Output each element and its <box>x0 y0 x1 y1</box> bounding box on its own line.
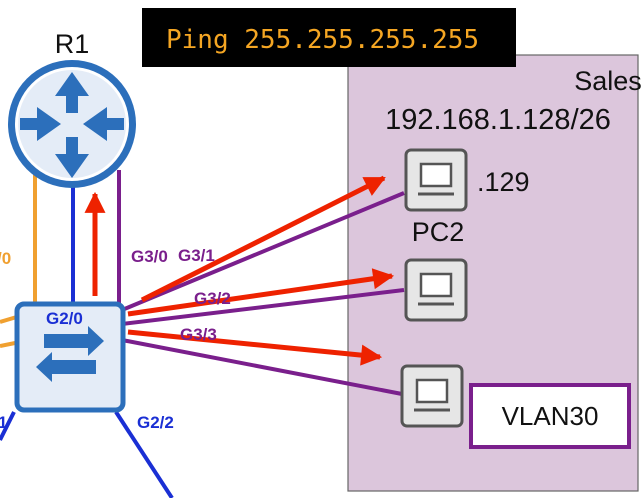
pc-icon-bottom <box>400 364 464 428</box>
link-blue-g2-2 <box>114 410 174 498</box>
broadcast-arrows <box>84 175 395 366</box>
port-label-g2-1-partial: 1 <box>0 413 7 432</box>
port-label-g3-3: G3/3 <box>180 325 217 344</box>
banner-text: Ping 255.255.255.255 <box>166 25 479 55</box>
link-purple-pc-bottom <box>121 338 403 396</box>
router-name: R1 <box>55 29 90 59</box>
arrow-to-pc-mid <box>127 268 395 317</box>
port-label-left-partial: /0 <box>0 249 11 268</box>
port-label-g3-2: G3/2 <box>194 289 231 308</box>
port-labels: G2/0 G2/2 1 /0 G3/0 G3/1 G3/2 G3/3 <box>0 246 231 432</box>
arrow-to-pc-bottom <box>127 329 383 366</box>
vlan-box <box>469 383 631 449</box>
pc-top-address: .129 <box>477 167 530 197</box>
pc-top-name: PC2 <box>412 217 465 247</box>
link-purple-pc-mid <box>121 288 405 326</box>
arrow-to-pc-top <box>140 175 386 303</box>
port-label-g2-2: G2/2 <box>137 413 174 432</box>
links <box>0 160 405 498</box>
router-icon <box>8 60 136 188</box>
vlan-box-label: VLAN30 <box>502 401 599 431</box>
port-label-g2-0: G2/0 <box>46 309 83 328</box>
link-purple-pc-top <box>121 191 405 312</box>
port-label-g3-0: G3/0 <box>131 247 168 266</box>
port-label-g3-1: G3/1 <box>178 246 215 265</box>
pc-icon-middle <box>404 258 468 322</box>
vlan-subnet: 192.168.1.128/26 <box>385 104 611 136</box>
switch-icon <box>14 301 126 413</box>
vlan-name: Sales <box>574 66 642 96</box>
banner <box>142 8 516 67</box>
link-blue-down-left <box>0 411 16 441</box>
pc-icon-top <box>404 148 468 212</box>
